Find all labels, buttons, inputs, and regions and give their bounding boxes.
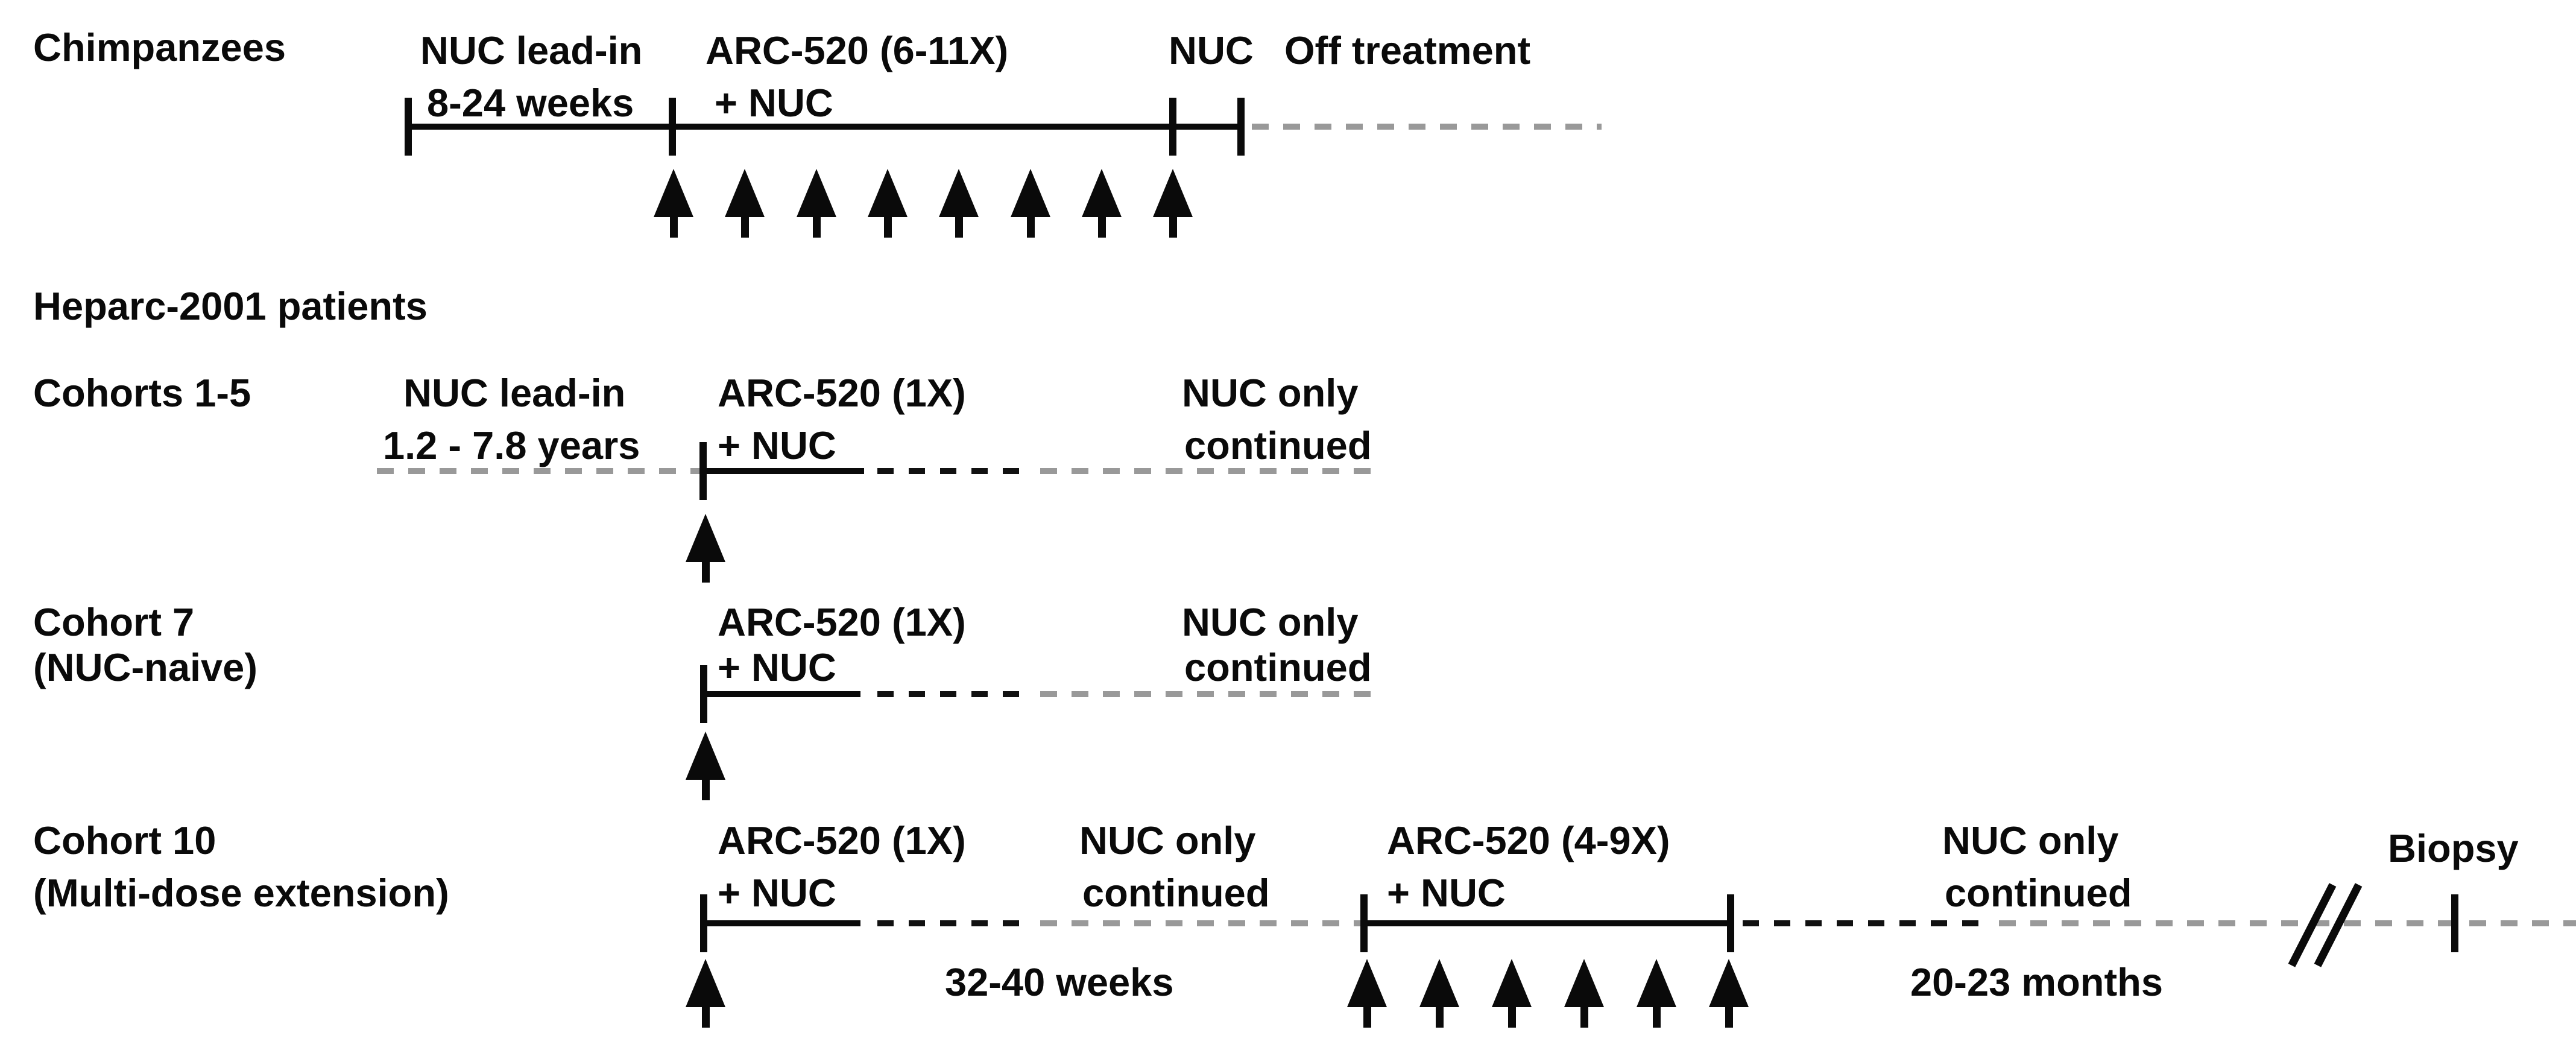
- c10-nuc-only-second-duration: 20-23 months: [1910, 960, 2164, 1004]
- dose-arrow-icon: [1419, 959, 1459, 1028]
- c15-nuc-leadin-label: NUC lead-in: [403, 371, 626, 415]
- row-label-cohorts-1-5: Cohorts 1-5: [33, 371, 251, 415]
- dose-arrow-icon: [1637, 959, 1676, 1028]
- c10-arc520-multi-label: ARC-520 (4-9X): [1387, 818, 1670, 862]
- row-label-cohort-7: Cohort 7: [33, 600, 195, 644]
- c15-nuc-only-label: NUC only: [1182, 371, 1359, 415]
- dose-arrow-icon: [686, 514, 725, 583]
- chimp-solid-timeline: [405, 124, 1245, 130]
- c15-arc520-sub: + NUC: [718, 423, 836, 467]
- chimp-tick-arc520-start: [669, 98, 676, 156]
- dose-arrow-icon: [1564, 959, 1604, 1028]
- c10-black-dashed-line-first: [877, 920, 1031, 926]
- dose-arrow-icon: [1082, 169, 1122, 238]
- c10-tick-multi-end: [1727, 894, 1734, 952]
- row-label-chimpanzees: Chimpanzees: [33, 25, 286, 69]
- c10-nuc-only-first-label: NUC only: [1079, 818, 1256, 862]
- chimp-off-treatment-label: Off treatment: [1284, 28, 1531, 72]
- c15-black-dashed-line: [877, 468, 1031, 474]
- c10-biopsy-label: Biopsy: [2388, 826, 2519, 870]
- c10-nuc-only-first-duration: 32-40 weeks: [945, 960, 1174, 1004]
- chimp-tick-nuc-start: [1169, 98, 1176, 156]
- dose-arrow-icon: [1492, 959, 1532, 1028]
- c7-black-dashed-line: [877, 691, 1031, 697]
- c10-arc520-multi-sub: + NUC: [1387, 871, 1506, 915]
- dose-arrow-icon: [686, 959, 725, 1028]
- chimp-tick-leadin-start: [405, 98, 412, 156]
- c10-nuc-only-dashed-first: [1040, 920, 1360, 926]
- c15-nuc-only-dashed-line: [1040, 468, 1375, 474]
- chimp-off-treatment-dashed-line: [1252, 124, 1602, 130]
- c15-leadin-dashed-line: [377, 468, 699, 474]
- chimp-nuc-leadin-label: NUC lead-in: [420, 28, 643, 72]
- c10-biopsy-tick: [2451, 894, 2458, 952]
- c10-solid-timeline-multi: [1360, 920, 1734, 926]
- dose-arrow-icon: [1153, 169, 1193, 238]
- dose-arrow-icon: [725, 169, 765, 238]
- c10-nuc-only-first-sub: continued: [1082, 871, 1270, 915]
- dose-arrow-icon: [1709, 959, 1749, 1028]
- c10-arc520-first-sub: + NUC: [718, 871, 836, 915]
- c7-arc520-sub: + NUC: [718, 645, 836, 689]
- c7-nuc-only-dashed-line: [1040, 691, 1375, 697]
- c15-solid-timeline: [699, 468, 864, 474]
- c15-nuc-leadin-duration: 1.2 - 7.8 years: [383, 423, 640, 467]
- row-sublabel-cohort-10: (Multi-dose extension): [33, 871, 449, 915]
- c7-nuc-only-label: NUC only: [1182, 600, 1359, 644]
- c7-arc520-label: ARC-520 (1X): [718, 600, 966, 644]
- chimp-arc520-sub: + NUC: [715, 81, 833, 125]
- section-header-heparc-patients: Heparc-2001 patients: [33, 284, 428, 328]
- c10-black-dashed-line-second: [1743, 920, 1990, 926]
- dose-arrow-icon: [939, 169, 979, 238]
- dose-arrow-icon: [1347, 959, 1387, 1028]
- row-sublabel-cohort-7: (NUC-naive): [33, 645, 257, 689]
- dose-arrow-icon: [1011, 169, 1050, 238]
- c10-nuc-only-second-sub: continued: [1945, 871, 2132, 915]
- c7-nuc-only-sub: continued: [1184, 645, 1372, 689]
- dose-arrow-icon: [797, 169, 836, 238]
- dose-arrow-icon: [686, 732, 725, 800]
- chimp-tick-nuc-end: [1237, 98, 1245, 156]
- chimp-nuc-leadin-duration: 8-24 weeks: [427, 81, 634, 125]
- c10-nuc-only-dashed-second: [1999, 920, 2576, 926]
- chimp-nuc-label: NUC: [1169, 28, 1254, 72]
- dose-arrow-icon: [654, 169, 693, 238]
- c10-solid-timeline-first: [700, 920, 860, 926]
- c10-arc520-first-label: ARC-520 (1X): [718, 818, 966, 862]
- row-label-cohort-10: Cohort 10: [33, 818, 216, 862]
- c7-solid-timeline: [700, 691, 860, 697]
- chimp-arc520-label: ARC-520 (6-11X): [706, 28, 1009, 72]
- c15-arc520-label: ARC-520 (1X): [718, 371, 966, 415]
- c10-nuc-only-second-label: NUC only: [1942, 818, 2119, 862]
- c15-nuc-only-sub: continued: [1184, 423, 1372, 467]
- dose-arrow-icon: [868, 169, 908, 238]
